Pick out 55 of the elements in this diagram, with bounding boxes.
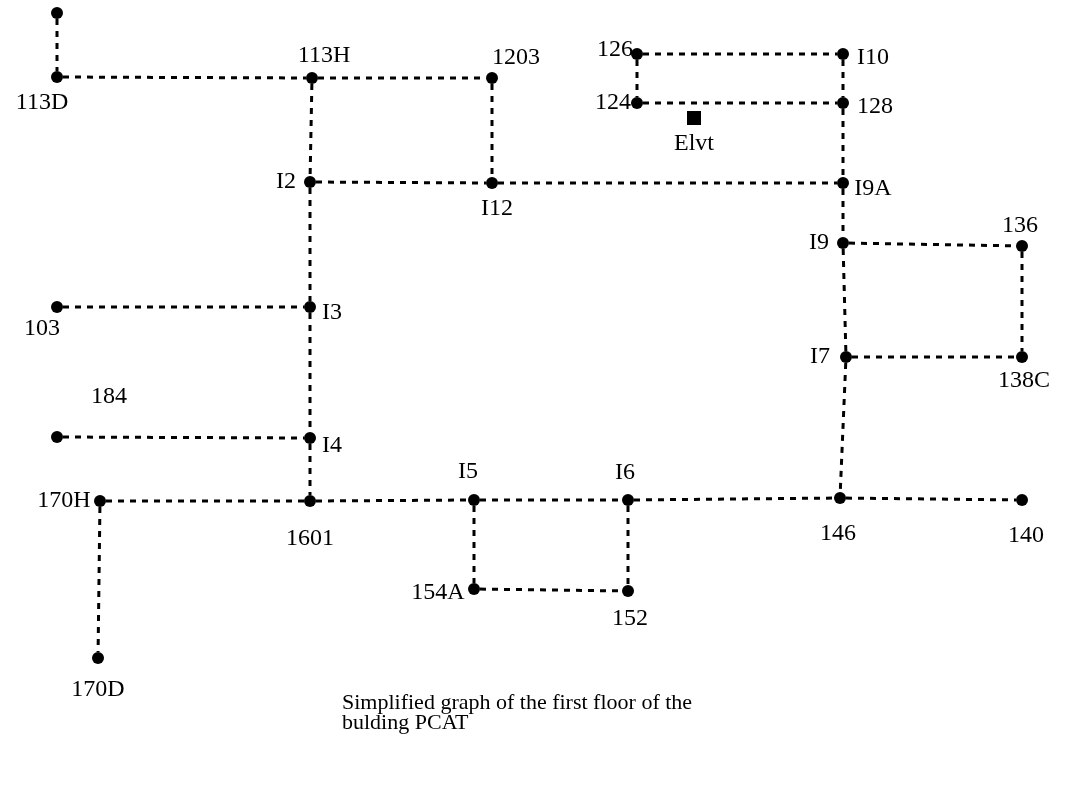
dashed-connector — [63, 435, 304, 440]
node-label: 140 — [1008, 521, 1044, 547]
node-label: 113D — [15, 88, 69, 114]
dashed-connector — [63, 305, 304, 309]
dashed-connector — [472, 506, 476, 583]
dashed-connector — [841, 60, 845, 97]
node-label: I9A — [854, 174, 892, 200]
node-label: 103 — [24, 314, 60, 340]
node-label: I5 — [458, 457, 478, 483]
node-label: I2 — [276, 167, 296, 193]
node-label: I3 — [322, 298, 342, 324]
dashed-connector — [634, 496, 834, 502]
dashed-connector — [643, 101, 837, 105]
node-label: 146 — [820, 519, 856, 545]
dashed-connector — [308, 188, 312, 301]
dashed-connector — [96, 507, 102, 652]
node-label: Elvt — [674, 129, 714, 155]
dashed-connector — [626, 506, 630, 585]
node-dot — [51, 7, 63, 19]
dashed-connector — [1020, 252, 1024, 351]
node-label: 113H — [297, 41, 351, 67]
dashed-connector — [308, 83, 314, 177]
node-label: 136 — [1002, 211, 1038, 237]
node-label: 170H — [37, 486, 91, 512]
node-label: 170D — [71, 675, 125, 701]
node-label: 128 — [857, 92, 893, 118]
node-label: 152 — [612, 604, 648, 630]
node-label: 124 — [595, 88, 631, 114]
dashed-connector — [490, 84, 494, 177]
dashed-connector — [106, 499, 304, 503]
node-label: I4 — [322, 431, 342, 457]
dashed-connector — [846, 496, 1016, 502]
node-label: 126 — [597, 35, 633, 61]
node-label: 1203 — [492, 43, 540, 69]
dashed-connector — [841, 109, 845, 177]
dashed-connector — [852, 355, 1016, 359]
dashed-connector — [55, 19, 59, 71]
dashed-connector — [635, 60, 639, 97]
dashed-connector — [316, 180, 486, 185]
node-label: I10 — [857, 43, 889, 69]
dashed-connector — [308, 444, 312, 495]
dashed-connector — [316, 498, 468, 503]
dashed-connector — [841, 248, 848, 352]
dashed-connector — [498, 181, 837, 185]
node-label: 1601 — [286, 524, 334, 550]
node-label: I9 — [809, 228, 829, 254]
node-label: I12 — [481, 194, 513, 220]
dashed-connector — [63, 75, 306, 80]
node-label: 184 — [91, 382, 127, 408]
caption: Simplified graph of the first floor of the bulding PCAT — [342, 692, 694, 732]
node-label: 138C — [998, 366, 1050, 392]
dashed-connector — [643, 52, 837, 56]
node-label: 154A — [411, 578, 465, 604]
node-label: I7 — [810, 342, 830, 368]
node-label: I6 — [615, 458, 635, 484]
